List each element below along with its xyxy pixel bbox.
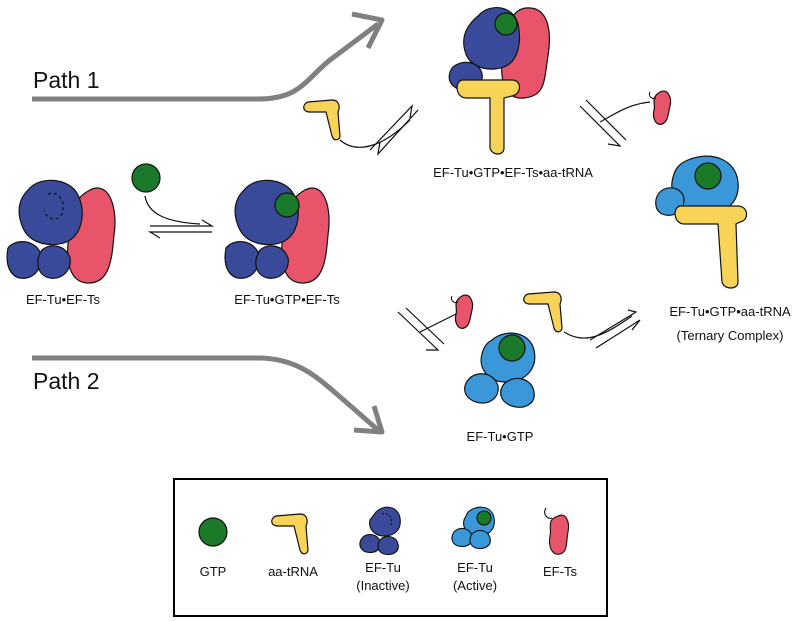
legend-trna-label: aa-tRNA [268,564,318,579]
legend-gtp-label: GTP [199,564,227,579]
label-tu-gtp-ts: EF-Tu•GTP•EF-Ts [234,292,340,307]
ts-released-bottom-icon [454,294,474,329]
legend-tu-active-label-2: (Active) [452,578,498,593]
trna-incoming-path2-icon [523,291,563,333]
label-tu-gtp-ts-trna: EF-Tu•GTP•EF-Ts•aa-tRNA [433,165,593,180]
label-ternary-line1: EF-Tu•GTP•aa-tRNA [669,304,791,319]
legend-ts-label: EF-Ts [543,564,577,579]
path2-arrowhead [353,405,385,435]
path1-label: Path 1 [33,67,100,93]
equilibrium-ts-release-bottom [397,307,445,351]
ef-tu-gtp-ef-ts-complex [224,179,330,284]
legend-ef-tu-active-icon [451,506,495,550]
release-ts-arrow-bottom [419,313,457,333]
equilibrium-trna-binding-2 [589,309,641,349]
label-tu-ts: EF-Tu•EF-Ts [26,292,101,307]
gtp-incoming-icon [131,163,161,193]
ef-tu-gtp-complex [464,332,536,408]
legend-trna-icon [271,513,309,555]
legend-ef-tu-inactive-icon [359,506,401,556]
legend-ef-ts-icon [544,507,570,555]
path2-arrow [32,355,380,432]
ternary-complex [655,155,748,289]
trna-incoming-path1-icon [303,99,341,141]
path1-arrowhead [351,11,385,50]
legend-tu-inactive-label-1: EF-Tu [365,560,401,575]
equilibrium-trna-binding [369,104,419,156]
path1-arrow [32,22,380,102]
ef-tu-ef-ts-complex [6,179,116,284]
bind-trna-arrow [339,119,411,148]
release-ts-arrow-top [599,101,651,123]
path2-label: Path 2 [33,368,100,394]
bind-gtp-arrow [144,195,201,225]
legend-gtp-icon [198,517,228,547]
label-ternary-line2: (Ternary Complex) [677,328,784,343]
ts-released-top-icon [652,90,672,125]
legend-tu-active-label-1: EF-Tu [457,560,493,575]
legend-box [173,478,608,617]
label-tu-gtp: EF-Tu•GTP [467,429,534,444]
equilibrium-gtp-binding [147,219,215,239]
ef-tu-gtp-ef-ts-trna-complex [448,7,550,155]
equilibrium-ts-release-top [579,99,627,147]
legend-tu-inactive-label-2: (Inactive) [356,578,410,593]
